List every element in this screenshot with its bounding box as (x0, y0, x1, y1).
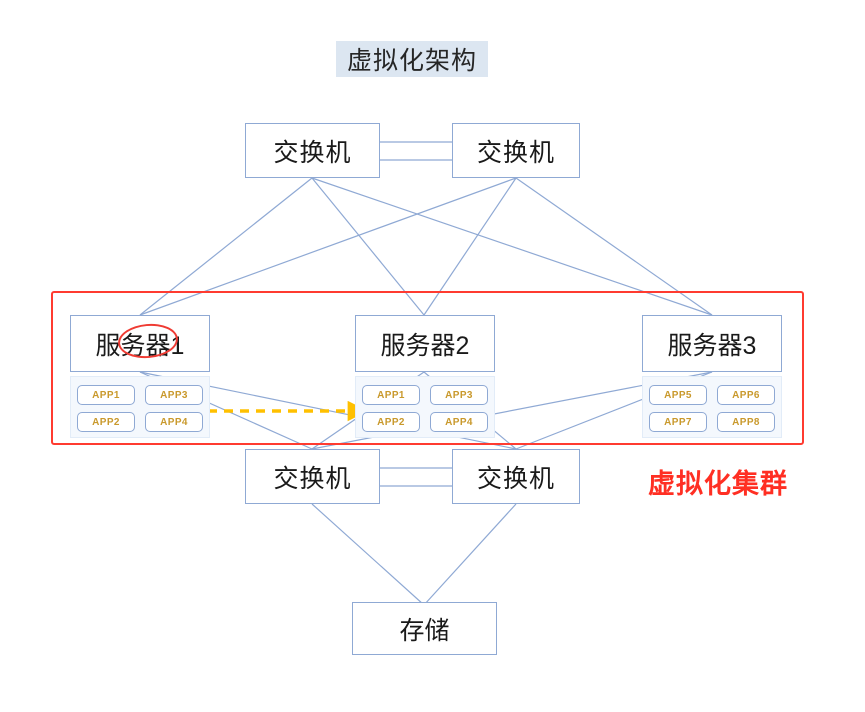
app-chip-s2-1[interactable]: APP1 (362, 385, 420, 405)
server-node-3[interactable]: 服务器3 (642, 315, 782, 372)
switch-top-left[interactable]: 交换机 (245, 123, 380, 178)
storage-node[interactable]: 存储 (352, 602, 497, 655)
switch-bottom-right[interactable]: 交换机 (452, 449, 580, 504)
switch-top-right[interactable]: 交换机 (452, 123, 580, 178)
switch-bottom-left[interactable]: 交换机 (245, 449, 380, 504)
app-chip-s2-3[interactable]: APP2 (362, 412, 420, 432)
link-sw-bl-storage (311, 503, 425, 606)
app-chip-s3-1[interactable]: APP5 (649, 385, 707, 405)
server-node-2[interactable]: 服务器2 (355, 315, 495, 372)
link-sw-br-storage (423, 503, 517, 606)
app-chip-s3-4[interactable]: APP8 (717, 412, 775, 432)
virtualization-cluster-label: 虚拟化集群 (648, 469, 788, 499)
app-chip-s3-2[interactable]: APP6 (717, 385, 775, 405)
page-title: 虚拟化架构 (336, 41, 488, 77)
app-chip-s2-2[interactable]: APP3 (430, 385, 488, 405)
app-chip-s1-4[interactable]: APP4 (145, 412, 203, 432)
app-chip-s1-2[interactable]: APP3 (145, 385, 203, 405)
app-chip-s1-3[interactable]: APP2 (77, 412, 135, 432)
app-chip-s3-3[interactable]: APP7 (649, 412, 707, 432)
server-node-1[interactable]: 服务器1 (70, 315, 210, 372)
app-chip-s2-4[interactable]: APP4 (430, 412, 488, 432)
app-chip-s1-1[interactable]: APP1 (77, 385, 135, 405)
